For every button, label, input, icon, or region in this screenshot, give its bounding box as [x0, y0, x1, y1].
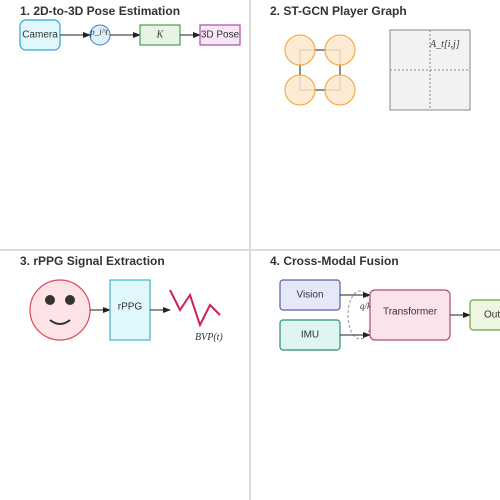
fusion-pipeline: Vision IMU q/k/v Transformer Out: [279, 279, 500, 351]
face-eye-right: [65, 295, 75, 305]
pose2d-label: p_i^t: [89, 27, 108, 37]
face-eye-left: [45, 295, 55, 305]
vision-label: Vision: [296, 290, 323, 301]
rppg-box: [109, 279, 151, 341]
player-node: [284, 34, 316, 66]
transformer-label: Transformer: [383, 307, 438, 318]
player-node: [284, 74, 316, 106]
face-icon: [29, 279, 91, 341]
graph-edges: [299, 49, 341, 91]
bvp-label: BVP(t): [195, 332, 223, 343]
adjacency-matrix: A_t[i,j]: [389, 29, 471, 111]
adjacency-label: A_t[i,j]: [429, 39, 460, 50]
attention-ring: [347, 290, 373, 340]
output-box: [469, 299, 500, 331]
qkv-label: q/k/v: [360, 301, 378, 311]
panel-3-title: 3. rPPG Signal Extraction: [20, 254, 165, 268]
output-label: Out: [484, 310, 500, 321]
panel-2-title: 2. ST-GCN Player Graph: [270, 4, 407, 18]
player-graph: [284, 34, 356, 106]
camera-label: Camera: [22, 30, 58, 41]
player-node: [324, 34, 356, 66]
player-node: [324, 74, 356, 106]
imu-label: IMU: [301, 330, 319, 341]
lift-label: K: [156, 29, 165, 40]
bvp-signal-line: [169, 289, 221, 328]
pose3d-label: 3D Pose: [201, 30, 240, 41]
pose3d-box: [199, 24, 241, 46]
face-mouth: [49, 319, 71, 325]
pose-pipeline: Camera p_i^t K 3D Pose: [19, 19, 241, 51]
rppg-pipeline: rPPG BVP(t): [29, 279, 223, 343]
panel-4-title: 4. Cross-Modal Fusion: [270, 254, 399, 268]
rppg-label: rPPG: [118, 302, 143, 313]
panel-1-title: 1. 2D-to-3D Pose Estimation: [20, 4, 181, 18]
